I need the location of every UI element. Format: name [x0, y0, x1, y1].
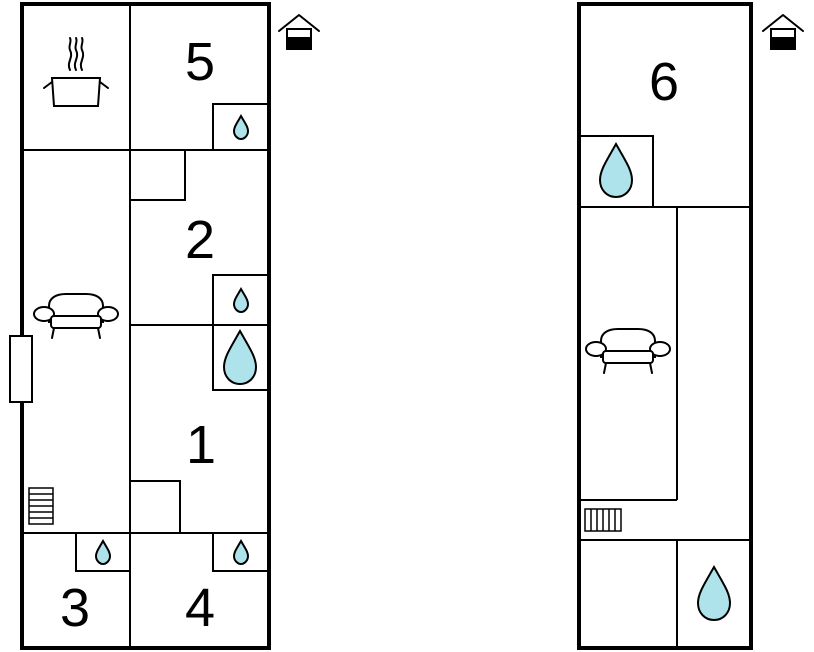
kitchen-pot-icon [43, 37, 109, 107]
bath-box-6 [578, 135, 654, 208]
room-5-label: 5 [185, 32, 215, 92]
water-drop-icon [233, 288, 249, 313]
water-drop-icon [697, 566, 731, 621]
water-drop-icon [233, 540, 249, 565]
floor-level-icon [762, 14, 804, 50]
room-3-label: 3 [60, 578, 90, 638]
bath-box-3 [75, 532, 131, 572]
floor-left: 5 2 1 3 4 [9, 2, 320, 650]
room-6-label: 6 [649, 52, 679, 112]
water-drop-icon [233, 115, 249, 140]
radiator-icon [28, 487, 54, 525]
bath-box-4 [212, 532, 270, 572]
floor-level-icon [278, 14, 320, 50]
window-icon [9, 335, 33, 403]
floor-right: 6 [577, 2, 804, 650]
bath-box-1 [212, 324, 270, 391]
room-4-label: 4 [185, 578, 215, 638]
bath-box-5 [212, 103, 270, 151]
room-2-label: 2 [185, 210, 215, 270]
sofa-icon [585, 328, 671, 374]
sofa-icon [33, 293, 119, 339]
water-drop-icon [223, 330, 257, 385]
room-1-label: 1 [186, 415, 216, 475]
water-drop-icon [599, 143, 633, 198]
radiator-icon [584, 508, 622, 532]
water-drop-icon [95, 540, 111, 565]
